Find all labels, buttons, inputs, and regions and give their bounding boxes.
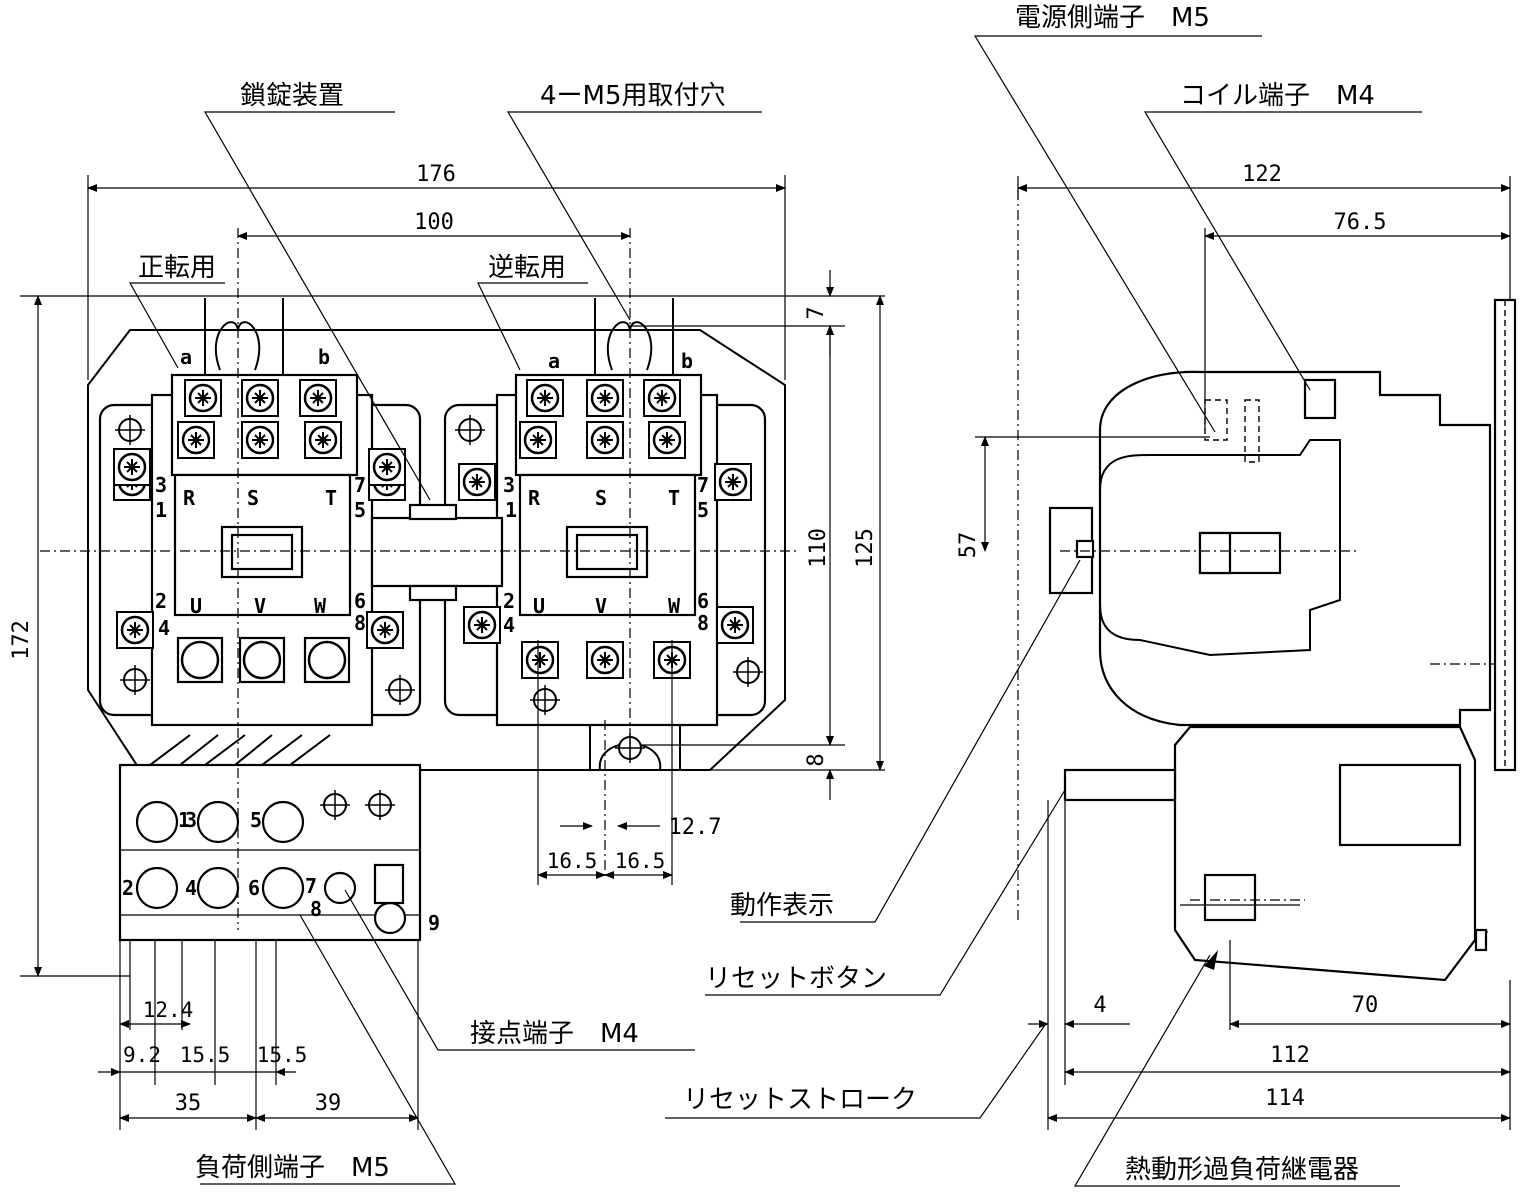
label-coil-terminal: コイル端子 M4 xyxy=(1180,81,1375,111)
svg-text:b: b xyxy=(318,345,330,369)
dim-172: 172 xyxy=(9,620,34,660)
dim-15-5-left: 15.5 xyxy=(180,1043,231,1067)
side-view xyxy=(1017,190,1517,982)
svg-text:a: a xyxy=(180,345,192,369)
svg-text:7: 7 xyxy=(697,473,709,497)
dim-9-2: 9.2 xyxy=(123,1043,161,1067)
dim-112: 112 xyxy=(1270,1043,1310,1068)
dim-15-5-right: 15.5 xyxy=(257,1043,308,1067)
leader-lines xyxy=(128,35,1422,1187)
dim-4: 4 xyxy=(1093,993,1106,1018)
label-mounting-holes: 4ーM5用取付穴 xyxy=(540,81,726,111)
svg-text:U: U xyxy=(190,594,202,618)
dim-7: 7 xyxy=(804,306,829,319)
svg-text:2: 2 xyxy=(122,876,134,900)
svg-text:b: b xyxy=(681,349,693,373)
svg-text:S: S xyxy=(247,486,259,510)
svg-text:4: 4 xyxy=(158,616,170,640)
dim-70: 70 xyxy=(1352,993,1379,1018)
dim-114: 114 xyxy=(1265,1086,1305,1111)
svg-text:7: 7 xyxy=(354,473,366,497)
svg-text:7: 7 xyxy=(305,874,317,898)
label-reset-stroke: リセットストローク xyxy=(683,1085,917,1115)
terminal-marks: a b a b R S T U V W R S T U V W 3 1 7 5 … xyxy=(122,345,709,935)
svg-text:T: T xyxy=(668,486,680,510)
svg-text:9: 9 xyxy=(428,911,440,935)
dim-8: 8 xyxy=(804,753,829,766)
label-power-terminal: 電源側端子 M5 xyxy=(1015,3,1210,33)
label-operation-indicator: 動作表示 xyxy=(730,891,834,921)
front-view xyxy=(40,228,800,942)
side-contactor-body xyxy=(1098,370,1492,727)
label-forward-use: 正転用 xyxy=(138,253,216,283)
label-load-terminal: 負荷側端子 M5 xyxy=(195,1153,390,1183)
svg-text:6: 6 xyxy=(354,589,366,613)
svg-text:1: 1 xyxy=(505,498,517,522)
svg-text:4: 4 xyxy=(185,876,197,900)
svg-text:a: a xyxy=(548,349,560,373)
svg-text:2: 2 xyxy=(155,589,167,613)
interlock-device xyxy=(370,516,504,588)
svg-text:R: R xyxy=(528,486,541,510)
svg-text:3: 3 xyxy=(155,473,167,497)
svg-text:1: 1 xyxy=(178,808,190,832)
label-reset-button: リセットボタン xyxy=(705,964,887,994)
dim-12-7: 12.7 xyxy=(669,815,722,840)
label-thermal-relay: 熱動形過負荷継電器 xyxy=(1125,1155,1359,1185)
svg-text:S: S xyxy=(595,486,607,510)
labels: 電源側端子 M5 鎖錠装置 4ーM5用取付穴 コイル端子 M4 正転用 逆転用 … xyxy=(138,3,1375,1185)
svg-text:6: 6 xyxy=(697,589,709,613)
side-dimensions: 122 76.5 57 4 70 112 114 xyxy=(956,162,1511,1130)
dim-16-5-right: 16.5 xyxy=(615,849,666,873)
dim-57: 57 xyxy=(956,532,981,559)
dim-122: 122 xyxy=(1242,162,1282,187)
svg-text:8: 8 xyxy=(354,611,366,635)
svg-text:8: 8 xyxy=(697,611,709,635)
dim-35: 35 xyxy=(175,1091,202,1116)
dim-125: 125 xyxy=(853,528,878,568)
dim-16-5-left: 16.5 xyxy=(547,849,598,873)
svg-text:U: U xyxy=(533,594,545,618)
dim-12-4: 12.4 xyxy=(143,998,194,1022)
svg-text:V: V xyxy=(595,594,607,618)
svg-text:3: 3 xyxy=(185,808,197,832)
svg-text:6: 6 xyxy=(248,876,260,900)
label-reverse-use: 逆転用 xyxy=(488,253,566,283)
svg-text:1: 1 xyxy=(155,498,167,522)
svg-text:2: 2 xyxy=(503,589,515,613)
svg-text:W: W xyxy=(668,594,681,618)
svg-text:5: 5 xyxy=(697,498,709,522)
svg-text:5: 5 xyxy=(250,808,262,832)
svg-text:V: V xyxy=(254,594,266,618)
svg-text:4: 4 xyxy=(503,613,515,637)
dim-76-5: 76.5 xyxy=(1334,210,1387,235)
svg-text:8: 8 xyxy=(310,897,322,921)
svg-text:5: 5 xyxy=(354,498,366,522)
thermal-overload-relay xyxy=(118,763,422,942)
label-contact-terminal: 接点端子 M4 xyxy=(470,1019,639,1049)
svg-text:T: T xyxy=(325,486,337,510)
svg-text:W: W xyxy=(314,594,327,618)
dim-176: 176 xyxy=(416,162,456,187)
svg-text:3: 3 xyxy=(503,473,515,497)
dim-110: 110 xyxy=(806,528,831,568)
front-dimensions: 176 100 172 7 110 125 8 16.5 16.5 12.7 xyxy=(9,162,885,1130)
svg-text:R: R xyxy=(183,486,196,510)
dim-100: 100 xyxy=(414,210,454,235)
dim-39: 39 xyxy=(315,1091,342,1116)
label-lock-device: 鎖錠装置 xyxy=(240,81,344,111)
